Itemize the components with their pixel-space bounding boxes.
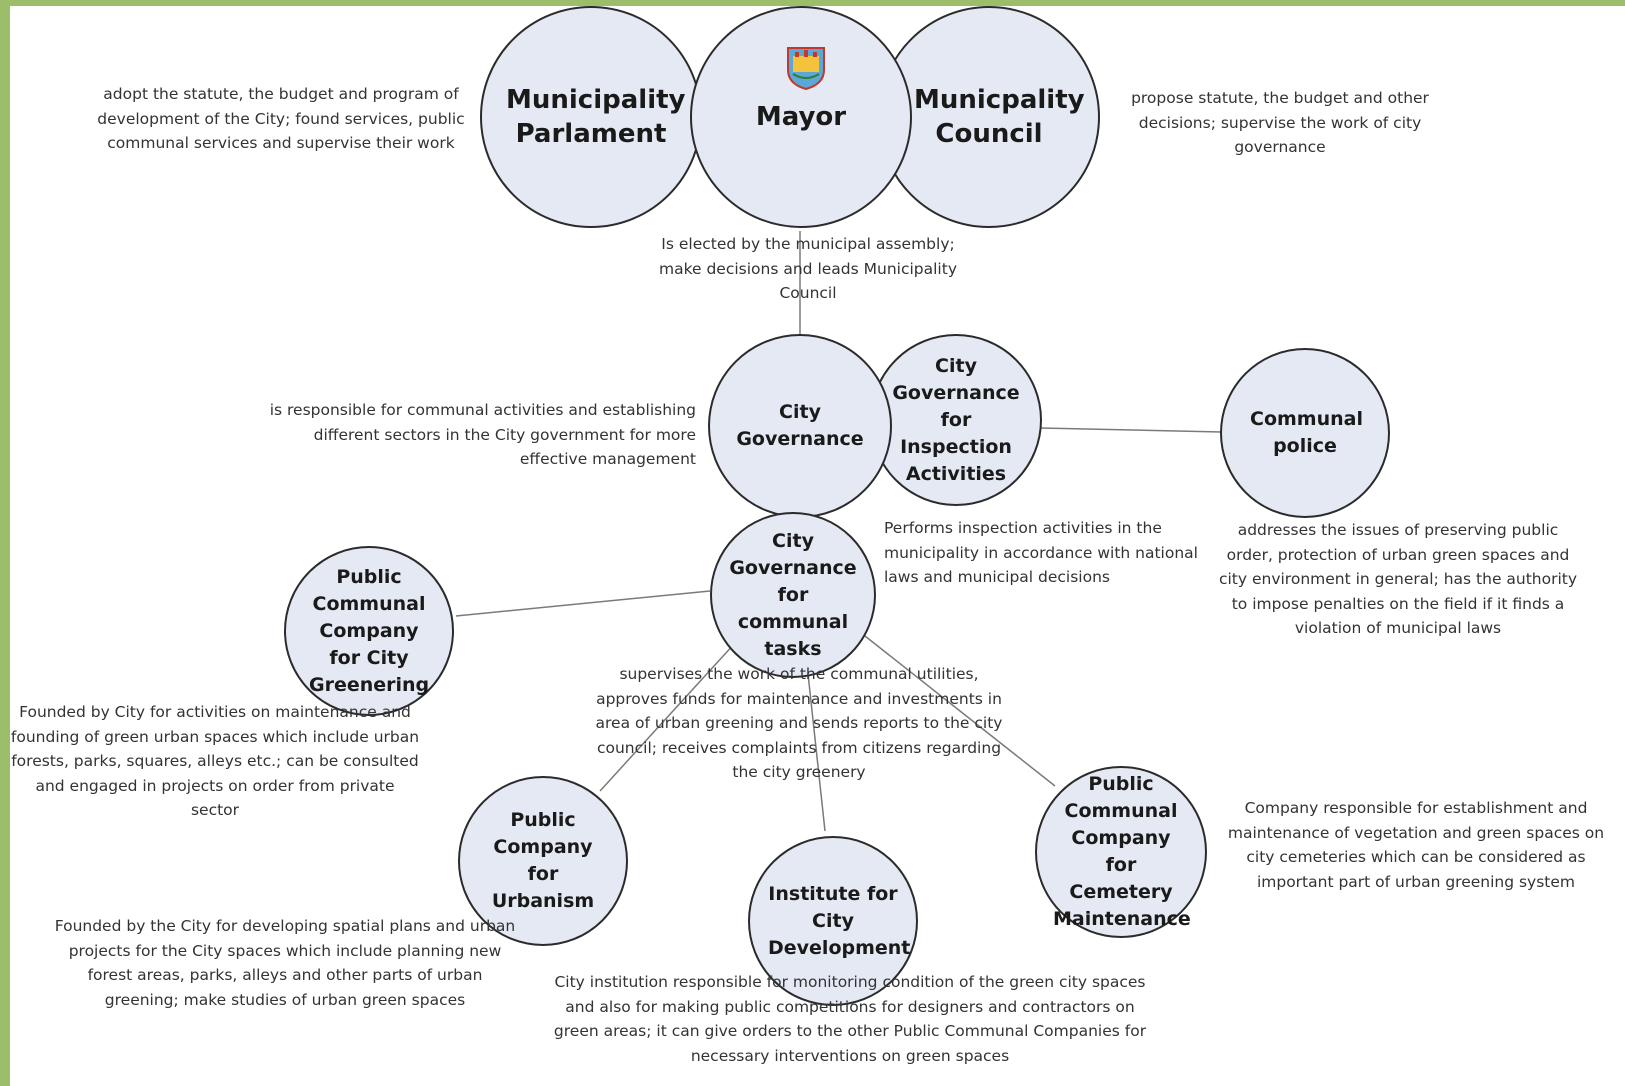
node-mayor: Mayor — [690, 6, 912, 228]
connector-lines — [455, 231, 1223, 832]
node-communal-police: Communal police — [1220, 348, 1390, 518]
node-institute-city-development: Institute for City Development — [748, 836, 918, 1006]
description-mayor: Is elected by the municipal assembly; ma… — [658, 235, 957, 302]
node-public-company-urbanism: Public Company for Urbanism — [458, 776, 628, 946]
description-cemetery: Company responsible for establishment an… — [1227, 799, 1605, 891]
org-chart-canvas: Municipality Parlament Municpality Counc… — [10, 6, 1625, 1086]
description-greenering: Founded by City for activities on mainte… — [10, 703, 420, 819]
description-council: propose statute, the budget and other de… — [1131, 89, 1429, 156]
link-communal-tasks-urbanism — [599, 642, 736, 792]
description-communal-tasks: supervises the work of the communal util… — [595, 665, 1003, 781]
node-public-communal-company-greenering: Public Communal Company for City Greener… — [284, 546, 454, 716]
link-inspection-police — [1039, 427, 1223, 433]
node-municipality-parliament: Municipality Parlament — [480, 6, 702, 228]
description-urbanism: Founded by the City for developing spati… — [54, 917, 516, 1009]
node-public-communal-company-cemetery: Public Communal Company for Cemetery Mai… — [1035, 766, 1207, 938]
description-inspection: Performs inspection activities in the mu… — [884, 519, 1198, 586]
description-communal-police: addresses the issues of preserving publi… — [1218, 521, 1578, 637]
node-city-governance: City Governance — [708, 334, 892, 518]
link-communal-tasks-institute — [804, 645, 826, 832]
node-city-governance-communal-tasks: City Governance for communal tasks — [710, 512, 876, 678]
description-city-governance: is responsible for communal activities a… — [269, 401, 696, 468]
city-coat-of-arms-icon — [787, 47, 825, 90]
link-communal-tasks-cemetery — [864, 635, 1056, 787]
description-institute: City institution responsible for monitor… — [553, 973, 1147, 1065]
link-communal-tasks-greenering — [455, 590, 711, 617]
description-parliament: adopt the statute, the budget and progra… — [97, 85, 465, 152]
node-city-governance-inspection: City Governance for Inspection Activitie… — [870, 334, 1042, 506]
